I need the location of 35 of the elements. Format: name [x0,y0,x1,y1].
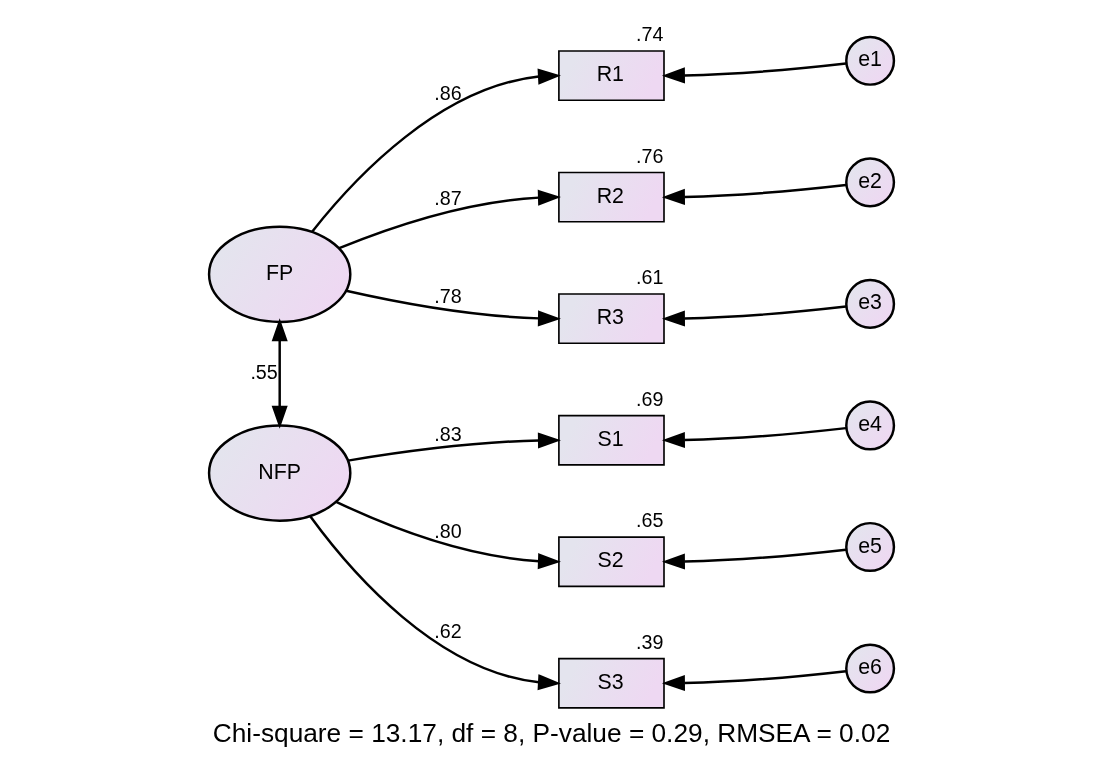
edge-label: .83 [433,423,462,446]
node-label: .76 [635,144,663,167]
node-circle: e6 [844,643,895,694]
edge-label: .87 [433,186,462,209]
node-label: .69 [635,387,663,410]
edge-label: .55 [249,360,278,383]
arrow [335,500,561,570]
edge-label: .78 [433,285,462,308]
arrow [310,68,561,233]
node-circle: e2 [844,157,895,208]
node-label: .74 [635,23,663,46]
caption: Chi-square = 13.17, df = 8, P-value = 0.29, RMSEA = 0.02 [212,718,890,749]
node-circle: e3 [844,278,895,329]
arrow [661,305,846,327]
node-circle: e5 [844,521,895,572]
edge-label: .86 [433,81,462,104]
node-label: .65 [635,509,663,532]
node-ellipse: NFP [207,424,352,522]
arrow [661,548,846,570]
arrow [345,289,561,327]
arrow [271,318,288,429]
node-circle: e1 [844,35,895,86]
arrow [661,62,846,84]
arrow [661,426,846,449]
node-ellipse: FP [207,225,352,324]
node-label: .61 [635,266,663,289]
node-circle: e4 [844,400,895,451]
arrow [661,669,846,692]
node-label: .39 [635,630,663,653]
arrow [661,183,846,205]
edge-label: .62 [433,620,462,643]
arrow [338,189,561,250]
edge-label: .80 [433,520,462,543]
arrow [347,432,561,462]
arrow [308,515,561,691]
